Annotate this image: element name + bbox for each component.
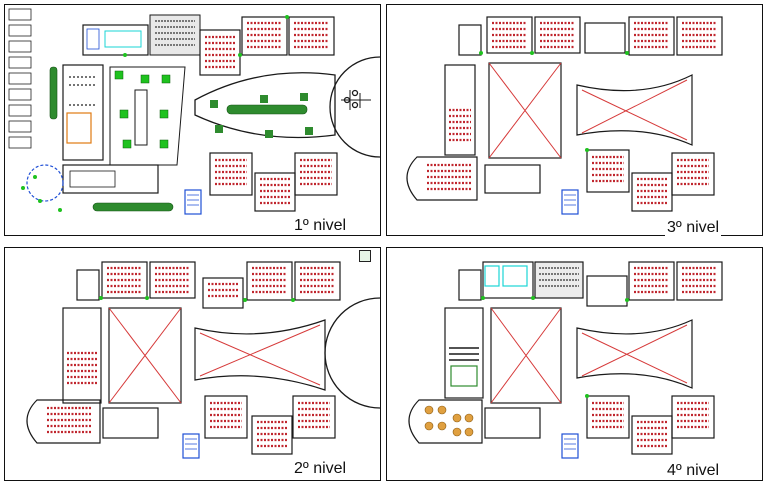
- accent-markers: [99, 296, 295, 302]
- classrooms-south: [184, 152, 338, 215]
- level-1-label: 1º nivel: [292, 217, 349, 235]
- classrooms-south: [102, 395, 336, 459]
- light-well-west: [488, 62, 562, 159]
- light-well-west: [490, 307, 562, 404]
- level-2-label: 2º nivel: [292, 460, 349, 478]
- auditorium: [329, 56, 380, 158]
- light-well-west: [108, 307, 182, 404]
- auditorium: [324, 297, 380, 409]
- parking-cars: [8, 8, 32, 149]
- floor-plan-panel-level-4: 4º nivel: [386, 247, 763, 481]
- classroom-row-north: [458, 16, 723, 56]
- light-well-hall: [194, 319, 326, 391]
- classroom-block-north: [82, 14, 201, 56]
- accent-markers: [481, 296, 629, 398]
- floor-plan-level-2-drawing: [26, 261, 380, 459]
- floor-plan-panel-level-2: 2º nivel: [4, 247, 381, 481]
- classroom-row-north: [76, 261, 341, 309]
- admin-block: [26, 64, 159, 202]
- courtyard: [109, 66, 186, 166]
- floor-plan-panel-level-3: 3º nivel: [386, 4, 763, 237]
- classrooms-south: [484, 395, 715, 459]
- classrooms-south: [484, 149, 715, 215]
- accent-markers: [479, 51, 629, 152]
- floor-plan-level-3-drawing: [406, 16, 723, 215]
- floor-plan-level-1-drawing: [8, 8, 380, 215]
- garden-hedges: [49, 66, 308, 212]
- light-well-hall: [576, 319, 693, 389]
- section-marker-icon: [359, 250, 371, 262]
- classrooms-northeast: [199, 16, 335, 76]
- library-wing: [408, 307, 484, 444]
- central-hall: [194, 72, 336, 139]
- level-4-label: 4º nivel: [665, 462, 722, 480]
- light-well-hall: [576, 74, 693, 146]
- level-3-label: 3º nivel: [665, 219, 722, 237]
- accent-markers: [21, 15, 289, 212]
- west-wing: [26, 307, 102, 444]
- north-block: [458, 261, 723, 307]
- floor-plan-level-4-drawing: [408, 261, 723, 459]
- floor-plan-panel-level-1: 1º nivel: [4, 4, 381, 236]
- west-wing: [406, 64, 478, 201]
